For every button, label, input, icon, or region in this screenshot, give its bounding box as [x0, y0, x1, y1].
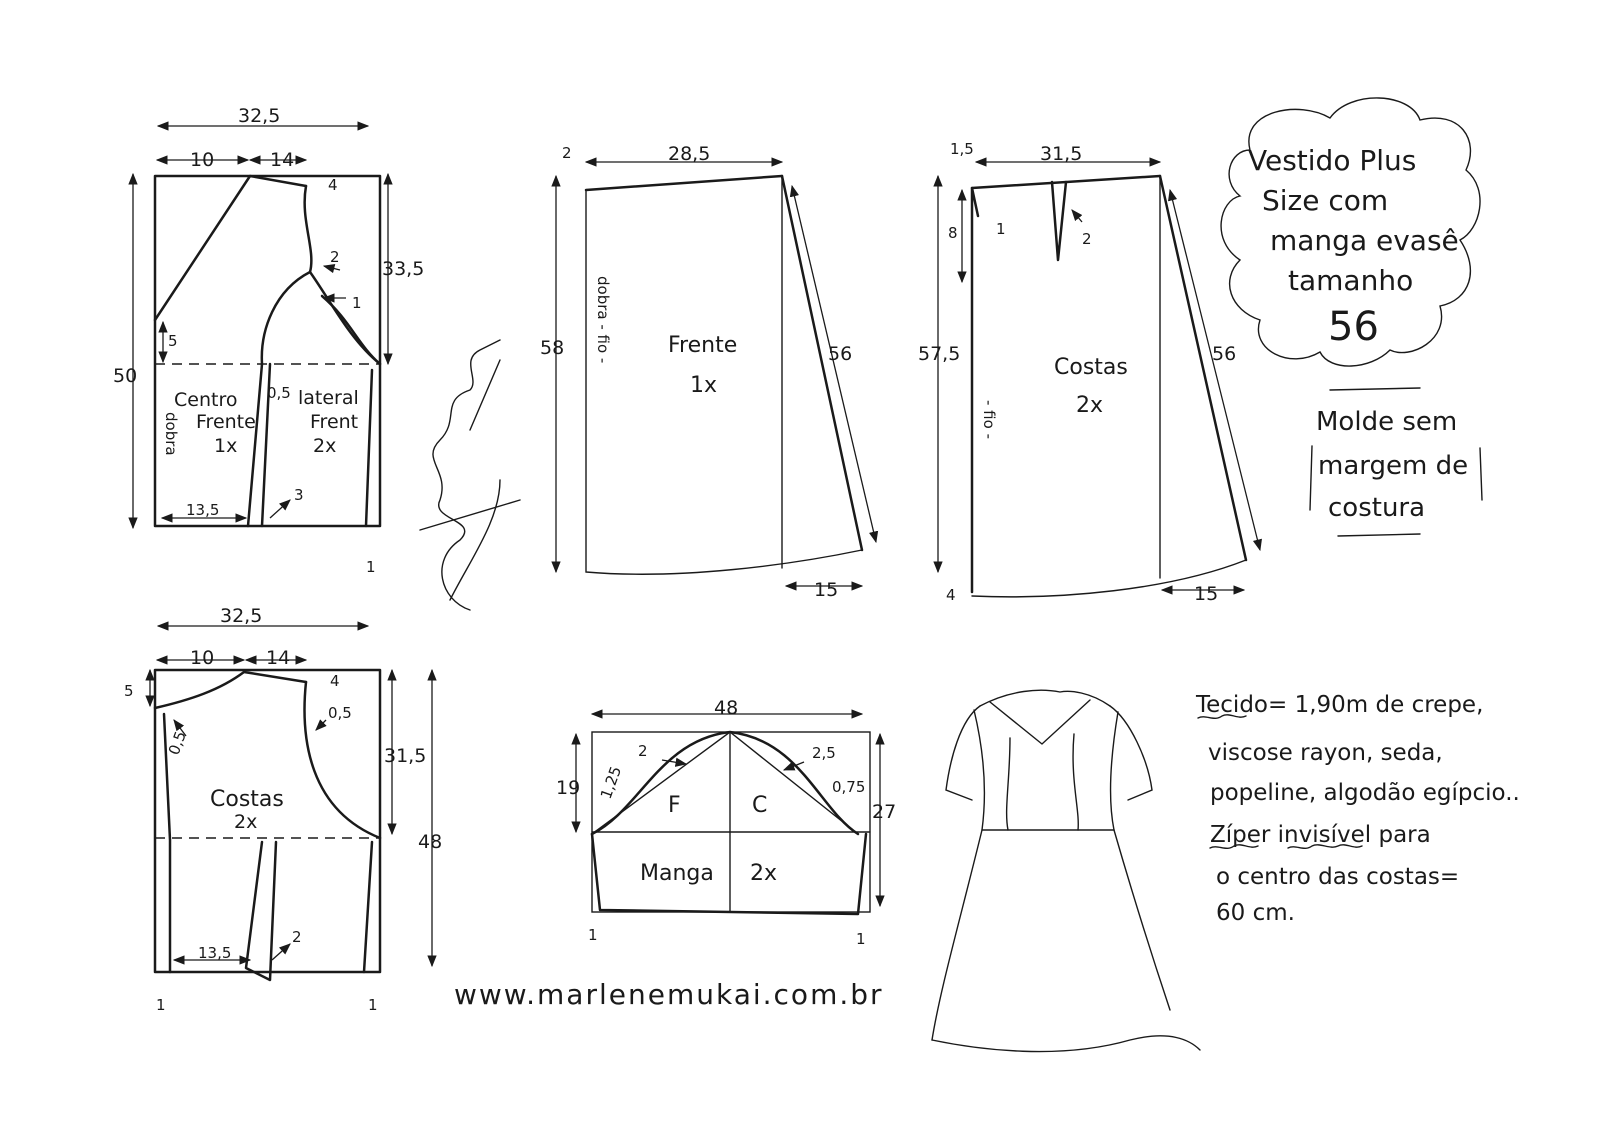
front-bodice-shoulder: 14	[270, 149, 294, 171]
front-bodice-neck: 10	[190, 149, 214, 171]
back-skirt-grain: - fio -	[980, 400, 998, 439]
fabric-line-1: Tecido= 1,90m de crepe,	[1195, 692, 1483, 718]
front-bodice-center-qty: 1x	[214, 435, 237, 457]
back-bodice-armhole-depth: 31,5	[384, 745, 426, 767]
back-bodice-piece: 32,5 10 14 4 5 31,5 48 0,5 0,5 Costas 2x…	[124, 605, 442, 1014]
back-skirt-waist-rise: 1,5	[950, 140, 974, 158]
back-bodice-neck-rise: 5	[124, 682, 134, 700]
front-skirt-side: 56	[828, 343, 852, 365]
front-skirt-length: 58	[540, 337, 564, 359]
sleeve-front-label: F	[668, 793, 681, 818]
sleeve-front-ease-1: 2	[638, 742, 648, 760]
front-bodice-piece: 32,5 10 14 4 50 33,5 5 Centro Frente 1x …	[113, 105, 424, 576]
back-skirt-hem-drop: 4	[946, 586, 956, 604]
front-bodice-center-label-2: Frente	[196, 411, 256, 433]
back-bodice-shoulder: 14	[266, 647, 290, 669]
fabric-line-2: viscose rayon, seda,	[1208, 740, 1443, 766]
title-line-4: tamanho	[1288, 264, 1413, 297]
front-bodice-shoulder-drop: 4	[328, 176, 338, 194]
front-bodice-mark-hem: 1	[366, 558, 376, 576]
sleeve-back-ease-2: 0,75	[832, 778, 865, 796]
note-line-1: Molde sem	[1316, 407, 1457, 437]
back-skirt-mark-1: 1	[996, 220, 1006, 238]
back-bodice-shoulder-drop: 4	[330, 672, 340, 690]
front-bodice-neck-depth: 5	[168, 332, 178, 350]
back-skirt-length: 57,5	[918, 343, 960, 365]
back-skirt-side: 56	[1212, 343, 1236, 365]
front-bodice-mark-1: 1	[352, 294, 362, 312]
sleeve-piece: 48 19 27 2 1,25 2,5 0,75 F C Manga 2x 1 …	[556, 697, 896, 948]
title-line-1: Vestido Plus	[1248, 144, 1416, 177]
title-line-3: manga evasê	[1270, 224, 1459, 257]
sleeve-front-ease-2: 1,25	[597, 764, 625, 802]
front-bodice-side-qty: 2x	[313, 435, 336, 457]
back-skirt-width: 31,5	[1040, 143, 1082, 165]
front-bodice-waist: 13,5	[186, 501, 219, 519]
sleeve-mark-left: 1	[588, 926, 598, 944]
front-skirt-piece: 28,5 2 58 56 Frente 1x dobra - fio - 15	[540, 143, 879, 601]
title-cloud: Vestido Plus Size com manga evasê tamanh…	[1220, 97, 1481, 367]
front-skirt-waist-rise: 2	[562, 144, 572, 162]
back-bodice-neck: 10	[190, 647, 214, 669]
back-skirt-hem-flare: 15	[1194, 583, 1218, 605]
sleeve-width: 48	[714, 697, 738, 719]
website-text: www.marlenemukai.com.br	[454, 978, 884, 1011]
sleeve-total-height: 27	[872, 801, 896, 823]
front-bodice-width: 32,5	[238, 105, 280, 127]
back-skirt-piece: 31,5 1,5 57,5 8 56 2 1 Costas 2x - fio -…	[918, 140, 1262, 605]
back-skirt-qty: 2x	[1076, 393, 1103, 418]
front-bodice-side-label: lateral	[298, 387, 359, 409]
front-bodice-mark-3: 3	[294, 486, 304, 504]
fabric-line-4: Zíper invisível para	[1210, 822, 1431, 848]
back-bodice-mark-left: 1	[156, 996, 166, 1014]
title-size: 56	[1328, 304, 1379, 350]
title-line-2: Size com	[1262, 184, 1388, 217]
sleeve-mark-right: 1	[856, 930, 866, 948]
back-bodice-neck-ease: 0,5	[165, 729, 190, 758]
front-bodice-height: 50	[113, 365, 137, 387]
front-skirt-fold: dobra - fio -	[594, 276, 612, 363]
back-skirt-dart-width: 2	[1082, 230, 1092, 248]
sleeve-cap-height: 19	[556, 777, 580, 799]
fabric-line-6: 60 cm.	[1216, 900, 1295, 926]
back-bodice-qty: 2x	[234, 811, 257, 833]
front-bodice-center-label: Centro	[174, 389, 237, 411]
back-skirt-dart-depth: 8	[948, 224, 958, 242]
back-bodice-width: 32,5	[220, 605, 262, 627]
note-line-2: margem de	[1318, 451, 1468, 481]
sleeve-label: Manga	[640, 861, 714, 886]
back-bodice-mark-right: 1	[368, 996, 378, 1014]
fabric-line-5: o centro das costas=	[1216, 864, 1459, 890]
back-skirt-label: Costas	[1054, 355, 1128, 380]
front-bodice-mark-2: 2	[330, 248, 340, 266]
dress-sketch-illustration	[931, 689, 1201, 1053]
fabric-line-3: popeline, algodão egípcio..	[1210, 780, 1520, 806]
front-skirt-hem-flare: 15	[814, 579, 838, 601]
seam-note: Molde sem margem de costura	[1309, 387, 1483, 537]
front-bodice-armhole-depth: 33,5	[382, 258, 424, 280]
sleeve-qty: 2x	[750, 861, 777, 886]
back-bodice-dart: 2	[292, 928, 302, 946]
sleeve-back-label: C	[752, 793, 767, 818]
back-bodice-armhole-ease: 0,5	[328, 704, 352, 722]
front-bodice-side-label-2: Frent	[310, 411, 358, 433]
front-bodice-dart-width: 0,5	[267, 384, 291, 402]
note-line-3: costura	[1328, 493, 1425, 523]
front-skirt-width: 28,5	[668, 143, 710, 165]
back-bodice-height: 48	[418, 831, 442, 853]
sleeve-back-ease-1: 2,5	[812, 744, 836, 762]
fabric-requirements: Tecido= 1,90m de crepe, viscose rayon, s…	[1195, 692, 1520, 926]
back-bodice-label: Costas	[210, 787, 284, 812]
front-bodice-fold: dobra	[162, 412, 180, 456]
front-skirt-qty: 1x	[690, 373, 717, 398]
front-skirt-label: Frente	[668, 333, 737, 358]
signature-marlene-mukai	[419, 339, 521, 611]
back-bodice-waist: 13,5	[198, 944, 231, 962]
